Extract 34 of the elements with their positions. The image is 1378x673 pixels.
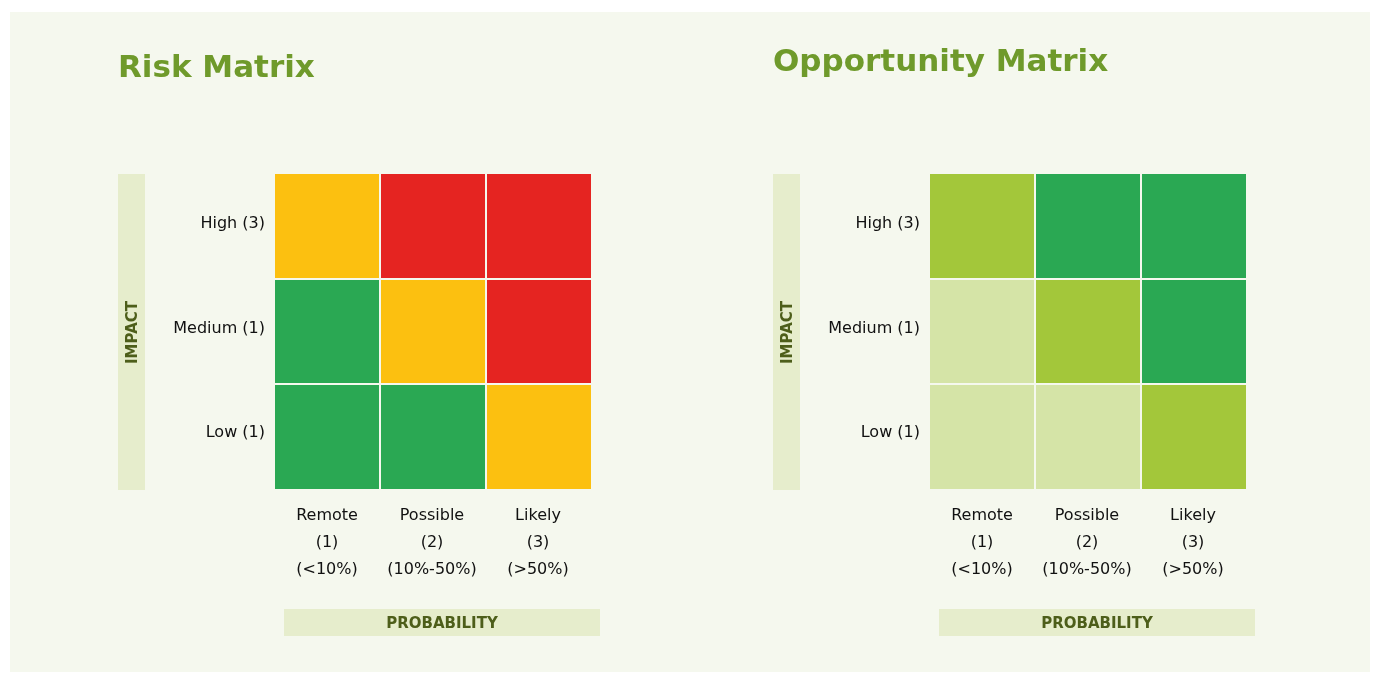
matrix-cell	[487, 385, 591, 489]
matrix-cell	[1036, 279, 1140, 383]
axis-label: IMPACT	[118, 174, 145, 490]
column-label: Likely (3) (>50%)	[1162, 504, 1224, 580]
column-label: Likely (3) (>50%)	[507, 504, 569, 580]
matrix-cell	[381, 174, 485, 278]
column-label: Possible (2) (10%-50%)	[1042, 504, 1132, 580]
row-label: High (3)	[199, 213, 265, 232]
matrix-cell	[487, 279, 591, 383]
matrix-cell	[275, 279, 379, 383]
axis-label: PROBABILITY	[284, 609, 600, 636]
axis-label: IMPACT	[773, 174, 800, 490]
matrix-cell	[930, 385, 1034, 489]
row-label: High (3)	[854, 213, 920, 232]
column-label: Possible (2) (10%-50%)	[387, 504, 477, 580]
matrix-cell	[275, 385, 379, 489]
matrix-cell	[930, 279, 1034, 383]
column-label: Remote (1) (<10%)	[951, 504, 1013, 580]
matrix-cell	[1142, 385, 1246, 489]
row-label: Low (1)	[859, 422, 920, 441]
matrix-cell	[1142, 279, 1246, 383]
matrix-cell	[930, 174, 1034, 278]
row-label: Low (1)	[204, 422, 265, 441]
matrix-cell	[1142, 174, 1246, 278]
axis-label: PROBABILITY	[939, 609, 1255, 636]
matrix-cell	[381, 279, 485, 383]
column-label: Remote (1) (<10%)	[296, 504, 358, 580]
matrix-cell	[381, 385, 485, 489]
matrix-title: Risk Matrix	[118, 48, 315, 84]
matrix-cell	[1036, 385, 1140, 489]
matrix-cell	[275, 174, 379, 278]
matrix-cell	[487, 174, 591, 278]
matrix-title: Opportunity Matrix	[773, 42, 1109, 78]
matrix-cell	[1036, 174, 1140, 278]
